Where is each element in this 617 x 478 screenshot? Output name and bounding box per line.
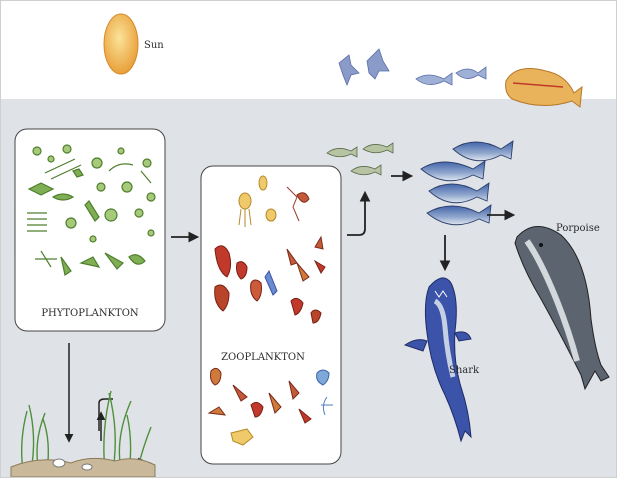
phytoplankton-label: PHYTOPLANKTON (41, 308, 139, 319)
phytoplankton-box: PHYTOPLANKTON (15, 129, 165, 331)
porpoise-label: Porpoise (556, 223, 600, 234)
shell-icon (82, 464, 92, 470)
shark-label: Shark (449, 365, 480, 376)
sun-label: Sun (144, 40, 164, 51)
shell-icon (53, 459, 65, 467)
zooplankton-box: ZOOPLANKTON (201, 166, 341, 464)
sun-icon (104, 14, 138, 74)
zooplankton-label: ZOOPLANKTON (221, 352, 305, 363)
